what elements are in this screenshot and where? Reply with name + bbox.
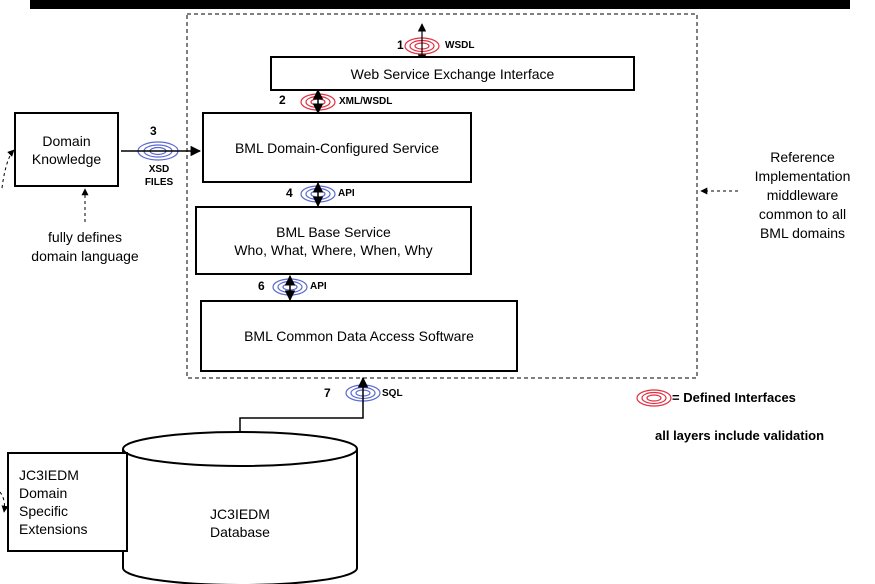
- interface-1-number: 1: [397, 38, 404, 52]
- interface-4-number: 4: [286, 186, 293, 200]
- web-service-box: Web Service Exchange Interface: [270, 56, 635, 91]
- legend-defined-icon: [636, 389, 672, 407]
- domain-knowledge-line1: Domain: [42, 132, 91, 149]
- legend-validation-note: all layers include validation: [655, 428, 825, 443]
- reference-line: common to all: [758, 206, 847, 222]
- extensions-line: Domain: [19, 485, 68, 501]
- reference-note: Reference Implementation middleware comm…: [745, 148, 860, 243]
- base-service-title: BML Base Service: [276, 223, 391, 240]
- extensions-line: Specific: [19, 503, 69, 519]
- common-data-label: BML Common Data Access Software: [244, 328, 474, 344]
- interface-7-number: 7: [324, 386, 331, 400]
- domain-knowledge-line2: Knowledge: [31, 150, 102, 167]
- legend-defined-label: = Defined Interfaces: [672, 390, 796, 405]
- interface-1-icon: [404, 23, 440, 63]
- web-service-label: Web Service Exchange Interface: [350, 65, 555, 82]
- left-curve-arrow: [1, 149, 15, 189]
- interface-2-label: XML/WSDL: [339, 96, 393, 107]
- interface-3-label-line1: XSD: [148, 164, 170, 175]
- database-cylinder: [122, 431, 358, 584]
- interface-4-icon: [300, 181, 336, 208]
- interface-2-number: 2: [279, 93, 286, 107]
- domain-configured-label: BML Domain-Configured Service: [234, 139, 440, 156]
- extensions-line: JC3IEDM: [19, 467, 79, 483]
- domain-knowledge-box: Domain Knowledge: [14, 112, 119, 187]
- interface-3-icon: [121, 141, 202, 161]
- interface-6-number: 6: [258, 279, 265, 293]
- reference-line: Implementation: [754, 168, 851, 184]
- base-service-subtitle: Who, What, Where, When, Why: [234, 241, 433, 258]
- interface-7-icon: [234, 376, 381, 448]
- interface-3-label-line2: FILES: [144, 177, 174, 188]
- interface-3-number: 3: [150, 124, 157, 138]
- extensions-curve-arrow: [0, 491, 9, 513]
- interface-3-label: XSD FILES: [143, 163, 175, 189]
- extensions-line: Extensions: [19, 521, 88, 537]
- interface-4-label: API: [338, 188, 355, 199]
- middleware-container: [186, 13, 698, 379]
- database-line1: JC3IEDM: [210, 506, 270, 522]
- base-service-box: BML Base Service Who, What, Where, When,…: [195, 206, 472, 275]
- database-line2: Database: [210, 524, 270, 540]
- interface-7-label: SQL: [382, 388, 403, 399]
- interface-6-icon: [272, 274, 308, 302]
- reference-line: middleware: [766, 187, 839, 203]
- reference-line: BML domains: [759, 225, 846, 241]
- interface-1-label: WSDL: [445, 40, 475, 51]
- database-label: JC3IEDM Database: [180, 505, 300, 541]
- common-data-box: BML Common Data Access Software: [200, 300, 518, 372]
- reference-line: Reference: [770, 149, 835, 165]
- domain-language-line: domain language: [31, 248, 139, 264]
- top-band: [30, 0, 850, 9]
- domain-configured-box: BML Domain-Configured Service: [202, 112, 472, 183]
- extensions-box: JC3IEDM Domain Specific Extensions: [7, 452, 128, 552]
- interface-2-icon: [300, 88, 336, 115]
- domain-language-note: fully defines domain language: [25, 228, 145, 266]
- domain-language-line: fully defines: [48, 229, 122, 245]
- interface-6-label: API: [310, 281, 327, 292]
